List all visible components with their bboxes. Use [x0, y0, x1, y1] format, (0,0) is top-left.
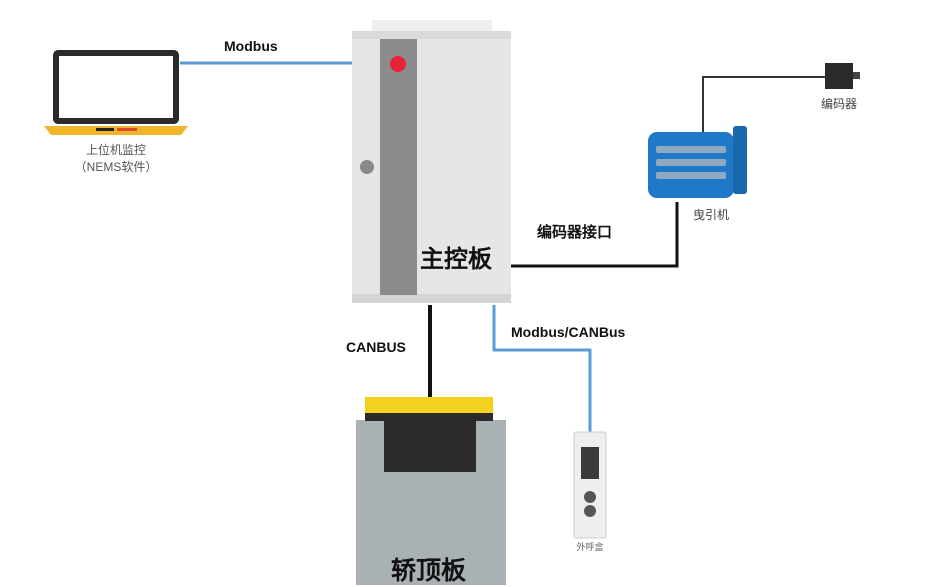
- controller-cabinet-icon: [352, 20, 511, 303]
- door-knob-icon: [360, 160, 374, 174]
- laptop-label: 上位机监控: [85, 143, 146, 157]
- encoder-interface-label: 编码器接口: [537, 224, 613, 241]
- traction-machine-label: 曳引机: [692, 208, 729, 222]
- car-top-board-icon: [356, 397, 506, 585]
- canbus-label: CANBUS: [346, 339, 406, 355]
- laptop-icon: [44, 50, 188, 135]
- motor-icon: [648, 126, 747, 198]
- modbus-canbus-link-line: [492, 305, 592, 432]
- call-box-icon: [573, 431, 607, 539]
- modbus-label: Modbus: [224, 38, 278, 54]
- modbus-canbus-label: Modbus/CANBus: [511, 324, 626, 340]
- call-box-label: 外呼盒: [576, 542, 604, 552]
- encoder-interface-line: [510, 202, 679, 268]
- encoder-icon: [825, 63, 860, 89]
- car-top-board-label: 轿顶板: [391, 557, 467, 585]
- main-board-label: 主控板: [420, 246, 492, 273]
- laptop-software-label: （NEMS软件）: [74, 160, 158, 174]
- encoder-cable-line: [702, 76, 825, 140]
- encoder-label: 编码器: [820, 97, 857, 111]
- indicator-light-icon: [390, 56, 406, 72]
